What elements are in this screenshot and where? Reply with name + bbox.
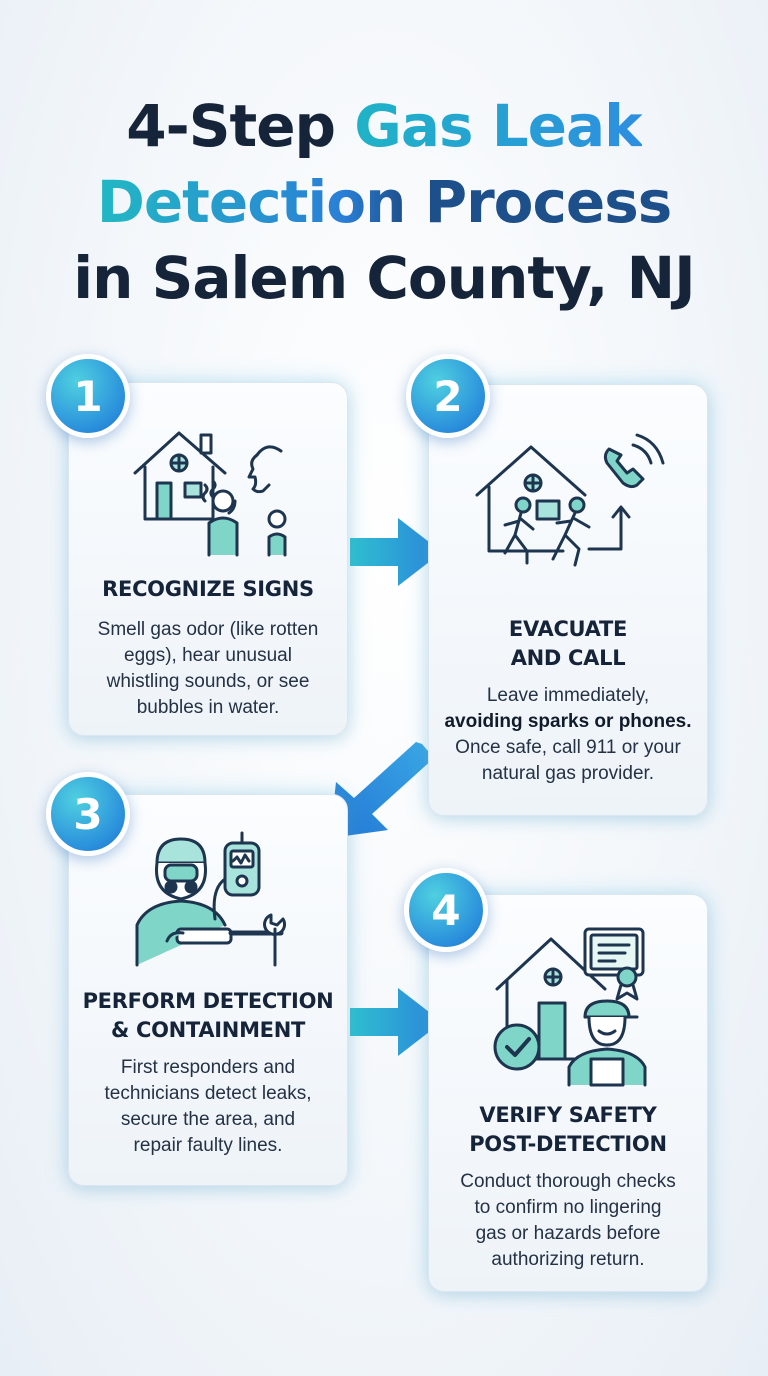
step-1-text-line: whistling sounds, or see <box>106 671 310 692</box>
step-1-text-line: eggs), hear unusual <box>124 645 292 666</box>
step-2-description: Leave immediately, avoiding sparks or ph… <box>429 683 707 787</box>
step-1-title: RECOGNIZE SIGNS <box>102 577 314 601</box>
step-4-number-badge: 4 <box>404 868 488 952</box>
page-title: 4-Step Gas Leak Detection Process in Sal… <box>0 88 768 316</box>
step-3-title-line-1: PERFORM DETECTION <box>82 989 334 1013</box>
step-1-text-line: Smell gas odor (like rotten <box>97 619 319 640</box>
title-line-2: Detection Process <box>0 164 768 240</box>
title-line-1: 4-Step Gas Leak <box>0 88 768 164</box>
title-line-2-accent: Detection <box>96 168 407 236</box>
step-3-description: First responders and technicians detect … <box>69 1055 347 1159</box>
step-4-text-line: gas or hazards before <box>475 1223 661 1244</box>
step-2-title: EVACUATE AND CALL <box>429 615 707 673</box>
step-3-title-line-2: & CONTAINMENT <box>110 1018 306 1042</box>
step-4-text-line: to confirm no lingering <box>474 1197 662 1218</box>
step-card-1: RECOGNIZE SIGNS Smell gas odor (like rot… <box>68 382 348 736</box>
step-card-3: PERFORM DETECTION & CONTAINMENT First re… <box>68 794 348 1186</box>
arrow-down-left-icon <box>330 742 434 838</box>
step-1-text-line: bubbles in water. <box>136 697 280 718</box>
step-1-number-badge: 1 <box>46 354 130 438</box>
step-3-title: PERFORM DETECTION & CONTAINMENT <box>69 987 347 1045</box>
step-2-text-bold: avoiding sparks or phones. <box>444 711 692 732</box>
step-4-title: VERIFY SAFETY POST-DETECTION <box>429 1101 707 1159</box>
step-2-title-line-1: EVACUATE <box>508 617 628 641</box>
step-card-4: VERIFY SAFETY POST-DETECTION Conduct tho… <box>428 894 708 1292</box>
step-3-text-line: technicians detect leaks, <box>104 1083 312 1104</box>
step-2-text-line: Leave immediately, <box>486 685 650 706</box>
house-person-smell-icon <box>133 431 287 557</box>
step-2-title-line-2: AND CALL <box>510 646 626 670</box>
step-4-text-line: authorizing return. <box>491 1249 645 1270</box>
step-4-title-line-2: POST-DETECTION <box>469 1132 667 1156</box>
title-line-1-accent: Gas Leak <box>354 92 642 160</box>
title-line-1-part-1: 4-Step <box>126 92 355 160</box>
house-certificate-worker-icon <box>493 927 647 1087</box>
step-2-text-line: Once safe, call 911 or your <box>455 737 681 758</box>
arrow-right-icon <box>350 518 442 586</box>
title-line-2-part-2: Process <box>405 168 673 236</box>
step-4-description: Conduct thorough checks to confirm no li… <box>429 1169 707 1273</box>
step-3-number-badge: 3 <box>46 772 130 856</box>
step-3-text-line: secure the area, and <box>120 1109 296 1130</box>
step-2-text-line: natural gas provider. <box>481 763 655 784</box>
step-1-description: Smell gas odor (like rotten eggs), hear … <box>69 617 347 721</box>
step-card-2: EVACUATE AND CALL Leave immediately, avo… <box>428 384 708 816</box>
technician-detector-icon <box>135 831 287 967</box>
step-2-number-badge: 2 <box>406 354 490 438</box>
step-4-text-line: Conduct thorough checks <box>460 1171 676 1192</box>
step-3-text-line: repair faulty lines. <box>133 1135 283 1156</box>
step-4-title-line-1: VERIFY SAFETY <box>479 1103 657 1127</box>
evacuate-phone-icon <box>475 433 665 567</box>
arrow-right-icon <box>350 988 442 1056</box>
step-3-text-line: First responders and <box>120 1057 296 1078</box>
step-2-text-bold-line: avoiding sparks or phones. <box>429 709 707 735</box>
title-line-3: in Salem County, NJ <box>73 244 696 312</box>
